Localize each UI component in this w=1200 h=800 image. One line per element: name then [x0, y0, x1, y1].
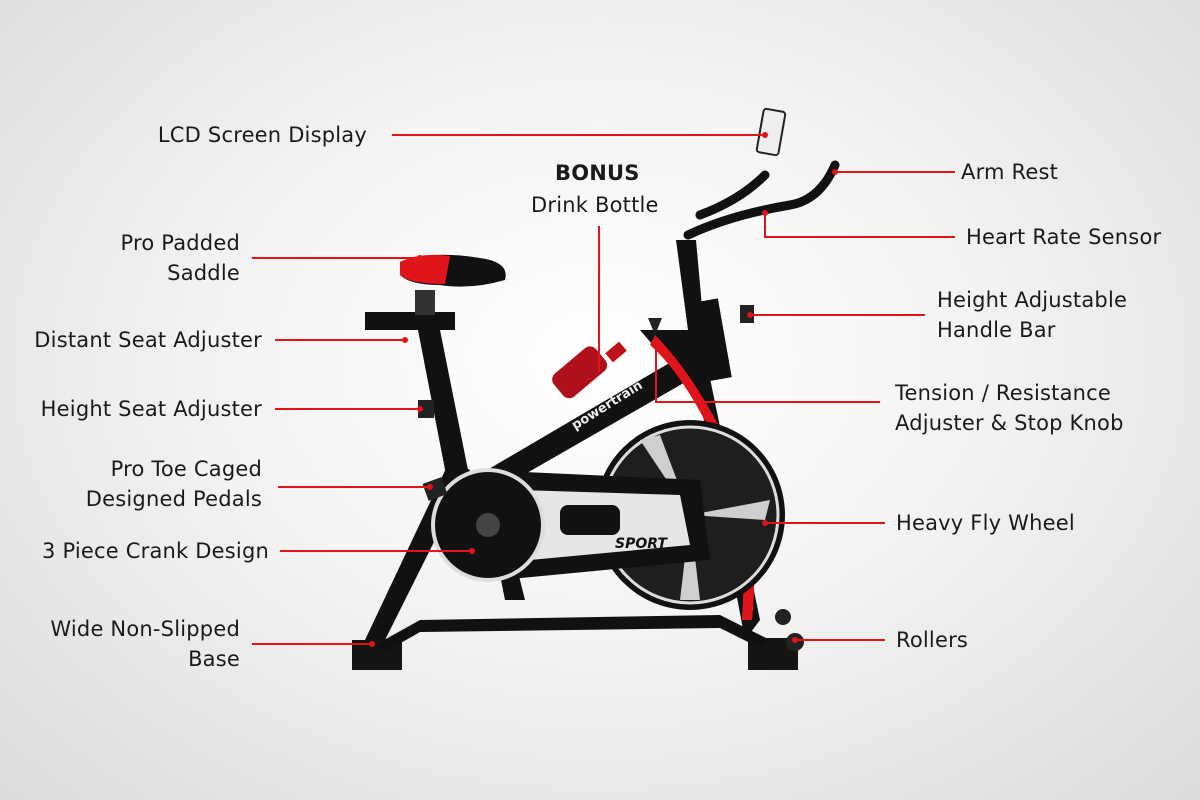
crank-disc [422, 468, 545, 582]
label-handle-bar: Height Adjustable Handle Bar [937, 285, 1127, 345]
label-saddle-line1: Pro Padded [120, 231, 240, 255]
callout-dots [369, 132, 838, 647]
saddle [365, 254, 506, 330]
label-tension-line2: Adjuster & Stop Knob [895, 411, 1124, 435]
label-drink-bottle: Drink Bottle [531, 193, 659, 217]
label-handle-line1: Height Adjustable [937, 288, 1128, 312]
label-heart-rate-sensor: Heart Rate Sensor [966, 225, 1162, 249]
label-handle-line2: Handle Bar [937, 318, 1056, 342]
label-height-seat-adjuster: Height Seat Adjuster [40, 397, 262, 421]
label-base-line1: Wide Non-Slipped [50, 617, 240, 641]
seat-height-knob [418, 400, 434, 418]
label-base-line2: Base [188, 647, 240, 671]
callout-lines [252, 134, 955, 645]
label-tension-knob: Tension / Resistance Adjuster & Stop Kno… [895, 378, 1124, 438]
label-lcd-screen: LCD Screen Display [157, 123, 367, 147]
label-pedals-line2: Designed Pedals [85, 487, 262, 511]
label-pedals: Pro Toe Caged Designed Pedals [86, 454, 262, 514]
label-tension-line1: Tension / Resistance [895, 381, 1112, 405]
label-flywheel: Heavy Fly Wheel [896, 511, 1075, 535]
label-saddle-line2: Saddle [167, 261, 240, 285]
lcd-screen [755, 107, 787, 157]
label-bonus: BONUS [555, 161, 640, 185]
drink-bottle [552, 341, 627, 399]
bike-base [352, 609, 804, 670]
label-base: Wide Non-Slipped Base [50, 614, 240, 674]
label-crank: 3 Piece Crank Design [42, 539, 269, 563]
label-pedals-line1: Pro Toe Caged [110, 457, 262, 481]
model-logo: SPORT [615, 536, 668, 552]
label-distant-seat-adjuster: Distant Seat Adjuster [34, 328, 262, 352]
handlebar [683, 160, 840, 240]
label-arm-rest: Arm Rest [961, 160, 1059, 184]
label-rollers: Rollers [896, 628, 969, 652]
label-saddle: Pro Padded Saddle [121, 228, 241, 288]
